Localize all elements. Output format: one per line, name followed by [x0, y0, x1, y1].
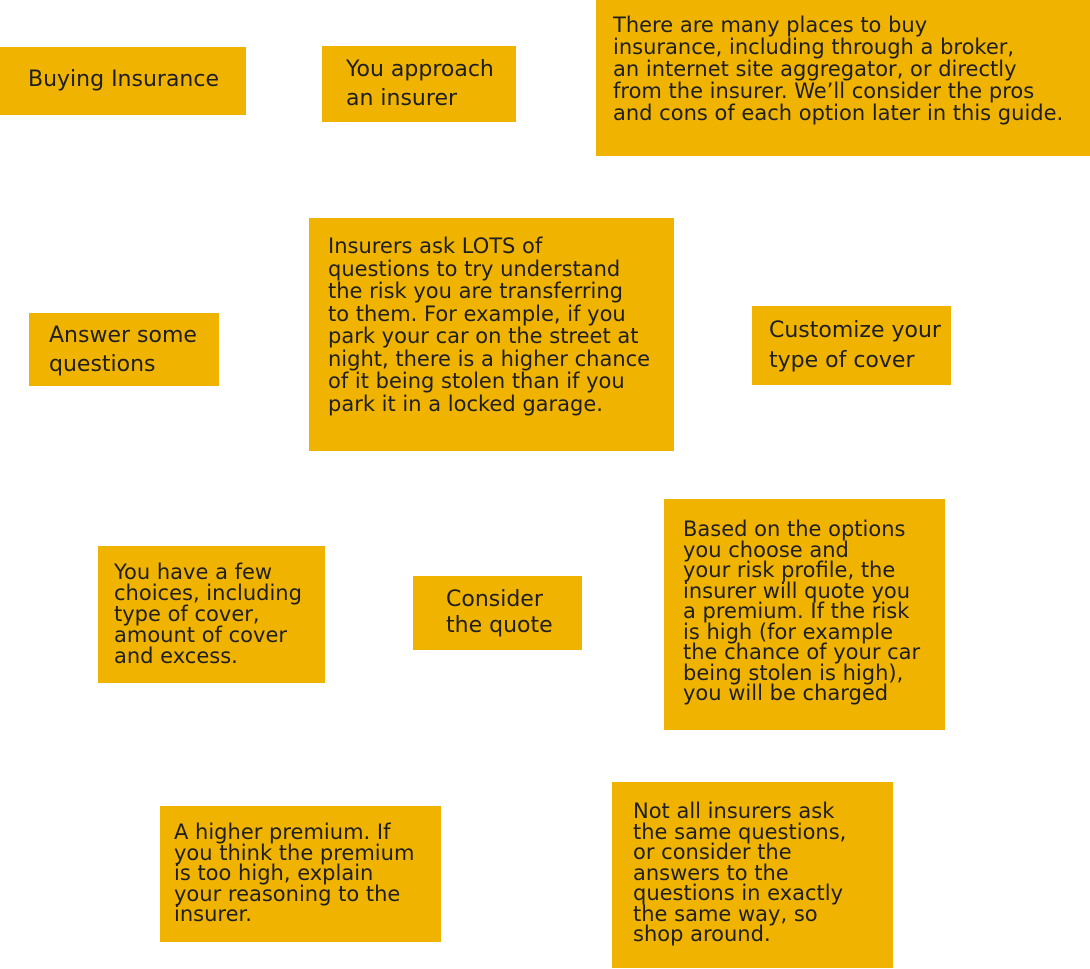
card-customize-cover: Customize your type of cover: [752, 306, 951, 385]
card-based-on-options: Based on the options you choose and your…: [664, 499, 945, 730]
card-buying-insurance: Buying Insurance: [0, 47, 246, 115]
card-insurers-ask-questions: Insurers ask LOTS of questions to try un…: [309, 218, 674, 451]
card-shop-around: Not all insurers ask the same questions,…: [612, 782, 893, 968]
card-higher-premium: A higher premium. If you think the premi…: [160, 806, 441, 942]
card-few-choices: You have a few choices, including type o…: [98, 546, 325, 683]
card-consider-quote: Consider the quote: [413, 576, 582, 650]
card-places-to-buy: There are many places to buy insurance, …: [596, 0, 1090, 156]
card-approach-insurer: You approach an insurer: [322, 46, 516, 122]
card-answer-questions: Answer some questions: [29, 313, 219, 386]
